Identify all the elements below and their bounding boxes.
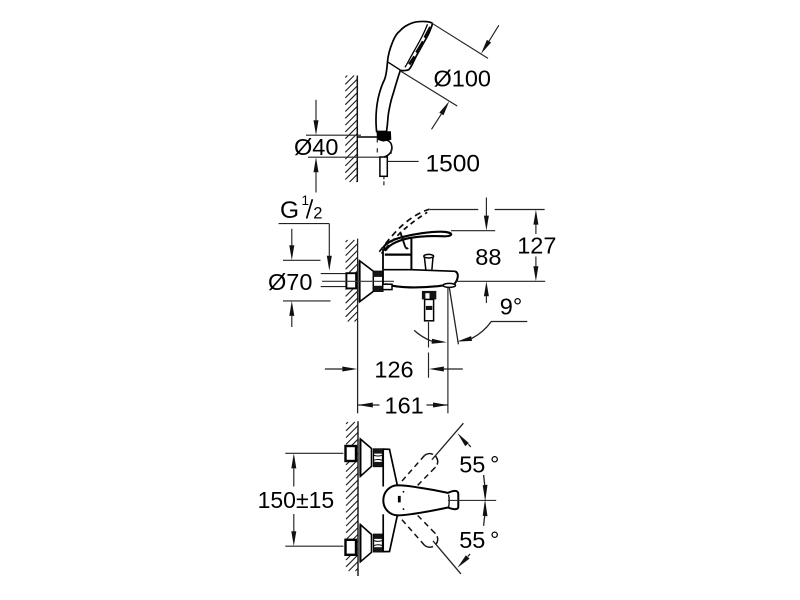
svg-text:127: 127 <box>517 232 556 258</box>
svg-text:Ø70: Ø70 <box>268 269 312 295</box>
svg-text:2: 2 <box>313 204 322 222</box>
svg-text:55 °: 55 ° <box>459 451 499 477</box>
svg-text:G: G <box>280 197 299 224</box>
svg-text:55 °: 55 ° <box>459 527 499 553</box>
svg-text:1: 1 <box>302 193 310 208</box>
svg-text:126: 126 <box>374 357 413 383</box>
svg-text:Ø40: Ø40 <box>294 134 338 160</box>
svg-text:88: 88 <box>475 244 501 270</box>
svg-text:150±15: 150±15 <box>258 487 335 513</box>
svg-text:Ø100: Ø100 <box>434 65 492 91</box>
svg-text:161: 161 <box>385 393 424 419</box>
svg-text:9°: 9° <box>500 294 522 320</box>
svg-text:1500: 1500 <box>426 151 481 178</box>
